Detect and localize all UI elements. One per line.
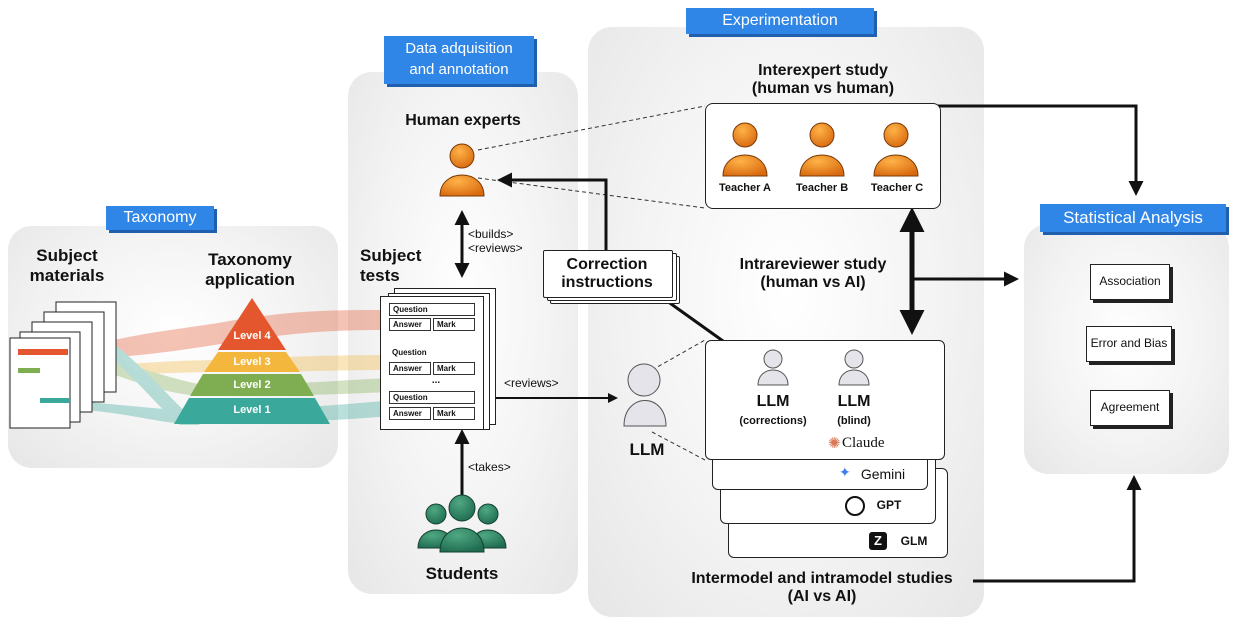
- llm-corrections-figure: [757, 349, 789, 386]
- teacher-a-label: Teacher A: [719, 182, 771, 194]
- mark-field: Mark: [433, 407, 475, 420]
- question-field: Question: [389, 391, 475, 404]
- level-3-label: Level 3: [233, 356, 271, 368]
- glm-label: GLM: [900, 534, 928, 548]
- teacher-c-figure: [873, 122, 919, 177]
- claude-label: Claude: [842, 435, 885, 451]
- question-field: Question: [389, 303, 475, 316]
- teacher-c-label: Teacher C: [870, 182, 924, 194]
- correction-instructions-label: Correction instructions: [561, 256, 653, 292]
- error-and-bias-card: Error and Bias: [1086, 326, 1172, 362]
- teacher-b-label: Teacher B: [795, 182, 849, 194]
- data-acquisition-tag: Data adquisition and annotation: [384, 36, 534, 84]
- glm-logo-icon: Z: [869, 532, 887, 550]
- takes-label: <takes>: [468, 460, 511, 474]
- level-2-label: Level 2: [233, 379, 271, 391]
- teacher-figures: [722, 122, 919, 177]
- answer-field: Answer: [389, 318, 431, 331]
- llm-corrections-label: LLM: [756, 393, 790, 410]
- subject-materials-pages: [9, 301, 117, 429]
- llm-corrections-sub: (corrections): [739, 415, 807, 427]
- teachers-box: Teacher A Teacher B Teacher C: [705, 103, 941, 209]
- llm-label: LLM: [629, 440, 665, 459]
- ellipsis: ...: [431, 375, 441, 386]
- reviews-label: <reviews>: [504, 376, 559, 390]
- gemini-star-icon: ✦: [839, 464, 851, 480]
- answer-field: Answer: [389, 407, 431, 420]
- agreement-label: Agreement: [1100, 400, 1160, 414]
- llm-blind-figure: [838, 349, 870, 386]
- experimentation-tag: Experimentation: [686, 8, 874, 34]
- subject-test-sheet: Question Answer Mark Question Answer Mar…: [380, 296, 484, 430]
- gpt-logo-icon: [845, 496, 865, 516]
- intermodel-study-label: Intermodel and intramodel studies (AI vs…: [691, 570, 953, 606]
- taxonomy-pyramid: [174, 298, 330, 424]
- gemini-label: Gemini: [860, 466, 906, 482]
- llm-blind-label: LLM: [837, 393, 871, 410]
- mark-field: Mark: [433, 318, 475, 331]
- intrareviewer-study-label: Intrareviewer study (human vs AI): [739, 256, 887, 292]
- mark-field: Mark: [433, 362, 475, 375]
- dashed-connectors: [477, 105, 706, 461]
- level-4-label: Level 4: [233, 330, 271, 342]
- llm-figures: [757, 349, 870, 386]
- taxonomy-tag: Taxonomy: [106, 206, 214, 230]
- human-experts-label: Human experts: [405, 112, 521, 129]
- error-and-bias-label: Error and Bias: [1090, 336, 1168, 350]
- question-field: Question: [389, 347, 475, 360]
- interexpert-study-label: Interexpert study (human vs human): [751, 62, 895, 98]
- llm-blind-sub: (blind): [837, 415, 871, 427]
- students-label: Students: [425, 564, 499, 583]
- subject-tests-label: Subject tests: [360, 246, 422, 285]
- statistical-analysis-tag: Statistical Analysis: [1040, 204, 1226, 232]
- level-1-label: Level 1: [233, 404, 271, 416]
- builds-reviews-label: <builds> <reviews>: [468, 227, 523, 255]
- correction-instructions-card: [543, 250, 673, 298]
- association-label: Association: [1099, 274, 1161, 288]
- claude-card: LLM (corrections) LLM (blind) ✺ Claude: [705, 340, 945, 460]
- llm-figure: [623, 363, 667, 427]
- answer-field: Answer: [389, 362, 431, 375]
- teacher-a-figure: [722, 122, 768, 177]
- students-figure: [417, 494, 507, 553]
- teacher-b-figure: [799, 122, 845, 177]
- claude-logo-icon: ✺: [828, 435, 841, 452]
- subject-materials-label: Subject materials: [29, 246, 105, 285]
- association-card: Association: [1090, 264, 1170, 300]
- taxonomy-application-label: Taxonomy application: [205, 250, 295, 289]
- gpt-label: GPT: [876, 498, 902, 512]
- human-expert-figure: [439, 143, 485, 197]
- agreement-card: Agreement: [1090, 390, 1170, 426]
